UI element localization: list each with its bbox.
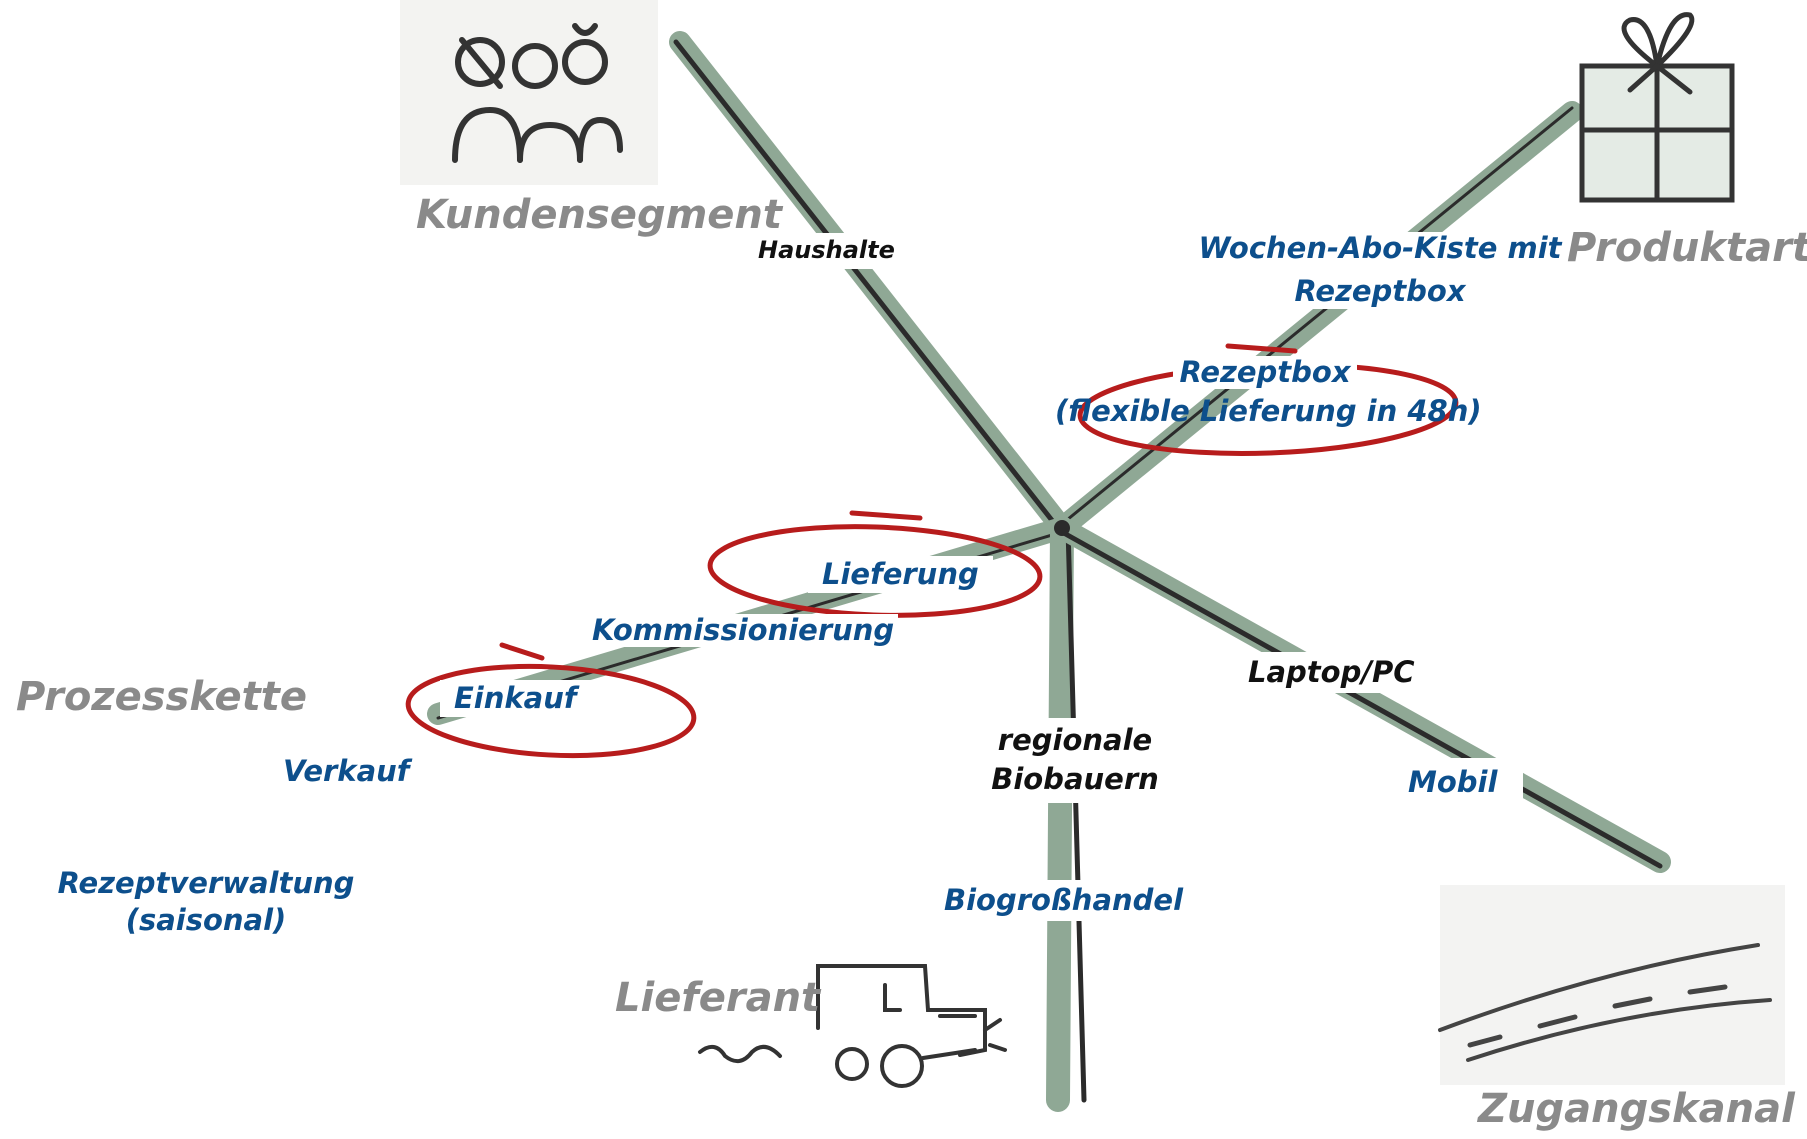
label-regionale-line1: regionale	[997, 723, 1153, 757]
highlight-einkauf	[405, 663, 697, 759]
label-biogrosshandel: Biogroßhandel	[936, 880, 1192, 922]
people-icon	[400, 0, 658, 185]
road-icon	[1438, 885, 1785, 1085]
axis-title-zugangskanal: Zugangskanal	[1478, 1086, 1795, 1132]
label-regionale-biobauern: regionale Biobauern	[950, 718, 1200, 803]
label-rezeptverwaltung-line1: Rezeptverwaltung	[57, 866, 355, 900]
axis-title-prozesskette: Prozesskette	[16, 674, 307, 720]
label-haushalte: Haushalte	[752, 233, 901, 269]
label-mobil: Mobil	[1382, 758, 1524, 808]
label-rezeptbox-line2: (flexible Lieferung in 48h)	[1055, 394, 1482, 429]
axis-kundensegment	[669, 31, 1073, 539]
label-lieferung: Lieferung	[808, 556, 993, 594]
label-rezeptbox-line1: Rezeptbox	[1173, 355, 1357, 390]
axis-title-produktart: Produktart	[1567, 225, 1807, 271]
label-regionale-line2: Biobauern	[991, 762, 1159, 797]
label-laptop-pc: Laptop/PC	[1232, 652, 1431, 694]
axis-title-lieferant: Lieferant	[615, 975, 821, 1021]
label-kommissionierung: Kommissionierung	[588, 613, 899, 648]
label-rezeptverwaltung: Rezeptverwaltung (saisonal)	[50, 866, 362, 938]
axis-lieferant	[1046, 516, 1074, 1112]
gift-icon	[1579, 12, 1735, 203]
label-einkauf: Einkauf	[440, 680, 591, 718]
axis-zugangskanal	[1051, 517, 1671, 873]
label-rezeptbox: Rezeptbox (flexible Lieferung in 48h)	[1055, 355, 1482, 429]
axis-produktart	[1051, 101, 1583, 539]
axis-title-kundensegment: Kundensegment	[416, 192, 782, 238]
label-wochen-abo-line1: Wochen-Abo-Kiste mit	[1198, 231, 1562, 265]
tractor-icon	[698, 964, 1007, 1088]
label-wochen-abo-kiste: Wochen-Abo-Kiste mit Rezeptbox	[1195, 231, 1565, 309]
label-verkauf: Verkauf	[283, 754, 410, 789]
label-wochen-abo-line2: Rezeptbox	[1294, 274, 1466, 309]
label-rezeptverwaltung-line2: (saisonal)	[125, 903, 287, 938]
